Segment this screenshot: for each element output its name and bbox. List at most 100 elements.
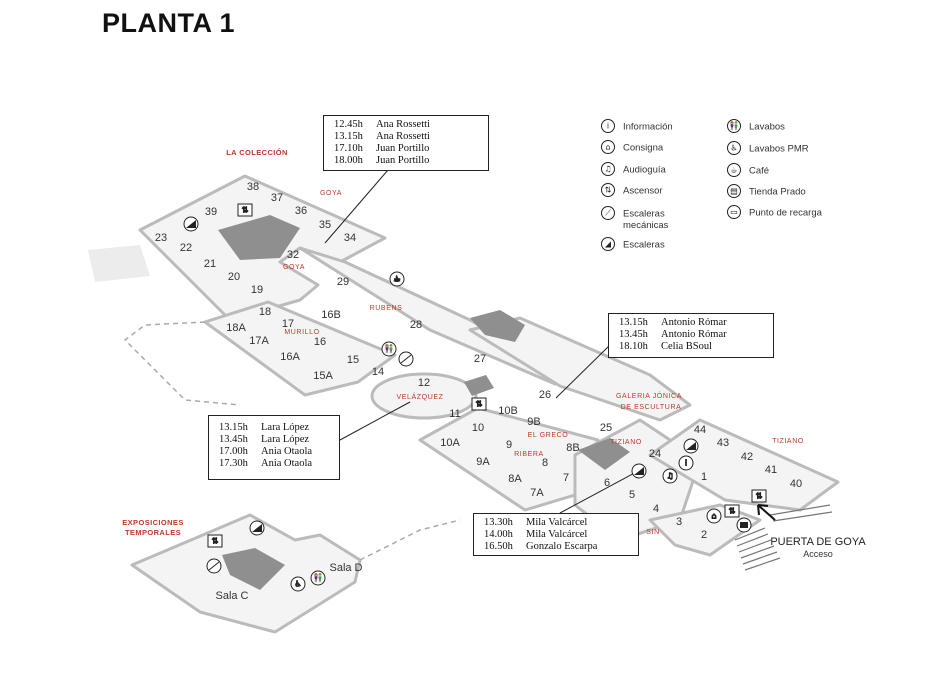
- stairs-icon: [249, 520, 265, 536]
- room-25: 25: [600, 422, 612, 434]
- cafe-icon: ☕: [389, 271, 405, 287]
- room-20: 20: [228, 271, 240, 283]
- room-18A: 18A: [226, 322, 246, 334]
- room-22: 22: [180, 242, 192, 254]
- room-2: 2: [701, 529, 707, 541]
- audioguide-icon: [601, 162, 615, 176]
- svg-text:👫: 👫: [313, 573, 323, 583]
- room-19: 19: [251, 284, 263, 296]
- room-9B: 9B: [527, 416, 540, 428]
- cafe-icon-glyph: ☕: [730, 166, 737, 175]
- escalator-icon: [206, 558, 222, 574]
- charging-point-icon: [736, 517, 752, 533]
- room-28: 28: [410, 319, 422, 331]
- svg-text:⇅: ⇅: [212, 537, 219, 546]
- room-42: 42: [741, 451, 753, 463]
- legend-label: Ascensor: [623, 186, 663, 197]
- page-title: PLANTA 1: [102, 8, 236, 38]
- elevator-icon: ⇅: [237, 203, 253, 217]
- svg-text:⌂: ⌂: [711, 512, 716, 521]
- info-icon: [601, 119, 615, 133]
- room-4: 4: [653, 503, 659, 515]
- accessible-restroom-icon: [727, 141, 741, 155]
- elevator-icon: ⇅: [724, 504, 740, 518]
- room-1: 1: [701, 471, 707, 483]
- svg-text:i: i: [685, 459, 687, 468]
- exterior-paths: [123, 321, 461, 561]
- room-32: 32: [287, 249, 299, 261]
- elevator-icon-glyph: ⇅: [605, 186, 612, 195]
- zone-galeria-1: GALERIA JÓNICA: [616, 391, 682, 400]
- room-39: 39: [205, 206, 217, 218]
- room-16A: 16A: [280, 351, 300, 363]
- info-icon: i: [678, 455, 694, 471]
- svg-text:⇅: ⇅: [756, 492, 763, 501]
- legend-label: Audioguía: [623, 165, 667, 176]
- room-27: 27: [474, 353, 486, 365]
- stairs-icon-glyph: ◢: [605, 240, 612, 249]
- stairs-icon: [183, 216, 199, 232]
- legend-label: Café: [749, 166, 769, 177]
- zone-exposiciones-1: EXPOSICIONES: [122, 518, 183, 527]
- svg-text:♿: ♿: [294, 580, 301, 589]
- zone-velazquez: VELÁZQUEZ: [396, 392, 443, 401]
- zone-rubens: RUBENS: [370, 305, 403, 312]
- room-36: 36: [295, 205, 307, 217]
- room-10: 10: [472, 422, 484, 434]
- room-7A: 7A: [530, 487, 544, 499]
- cloakroom-icon: [601, 140, 615, 154]
- room-29: 29: [337, 276, 349, 288]
- zone-galeria-2: DE ESCULTURA: [621, 404, 682, 411]
- zone-goya-top: GOYA: [320, 190, 342, 197]
- escalator-icon: [601, 206, 615, 220]
- building-outline: [130, 174, 840, 634]
- elevator-icon: [601, 183, 615, 197]
- room-17: 17: [282, 318, 294, 330]
- room-numbers: 38 37 36 35 34 39 23 22 21 20 19 32 29 1…: [155, 181, 802, 541]
- room-8: 8: [542, 457, 548, 469]
- shop-icon-glyph: ▤: [730, 187, 738, 196]
- room-38: 38: [247, 181, 259, 193]
- room-43: 43: [717, 437, 729, 449]
- audioguide-icon-glyph: ♫: [604, 165, 611, 174]
- legend-label: Lavabos: [749, 122, 785, 133]
- elevator-icon: ⇅: [471, 397, 487, 411]
- room-7: 7: [563, 472, 569, 484]
- accessible-restroom-icon-glyph: ♿: [730, 144, 737, 153]
- map-icons: ⇅ ☕ 👫 ⇅ i ♫ ⇅ ⇅ ⌂ ⇅ ♿ 👫: [183, 203, 767, 592]
- svg-text:☕: ☕: [393, 275, 400, 284]
- shop-icon: [727, 184, 741, 198]
- room-10A: 10A: [440, 437, 460, 449]
- entrance-sublabel: Acceso: [803, 549, 833, 559]
- gray-area: [88, 245, 150, 282]
- charging-point-icon-glyph: ▭: [730, 208, 738, 217]
- zone-ribera: RIBERA: [514, 451, 544, 458]
- legend-label: Punto de recarga: [749, 208, 823, 219]
- elevator-icon: ⇅: [207, 534, 223, 548]
- zone-greco: EL GRECO: [528, 432, 569, 439]
- cloakroom-icon: ⌂: [706, 508, 722, 524]
- legend-label: Consigna: [623, 143, 664, 154]
- escalator-icon-glyph: ⟋: [605, 209, 611, 218]
- room-8A: 8A: [508, 473, 522, 485]
- svg-text:⇅: ⇅: [476, 400, 483, 409]
- room-26: 26: [539, 389, 551, 401]
- zone-murillo: MURILLO: [284, 329, 319, 336]
- charging-point-icon: [727, 205, 741, 219]
- room-3: 3: [676, 516, 682, 528]
- svg-text:♫: ♫: [666, 472, 673, 481]
- room-18: 18: [259, 306, 271, 318]
- restroom-icon: 👫: [310, 570, 326, 586]
